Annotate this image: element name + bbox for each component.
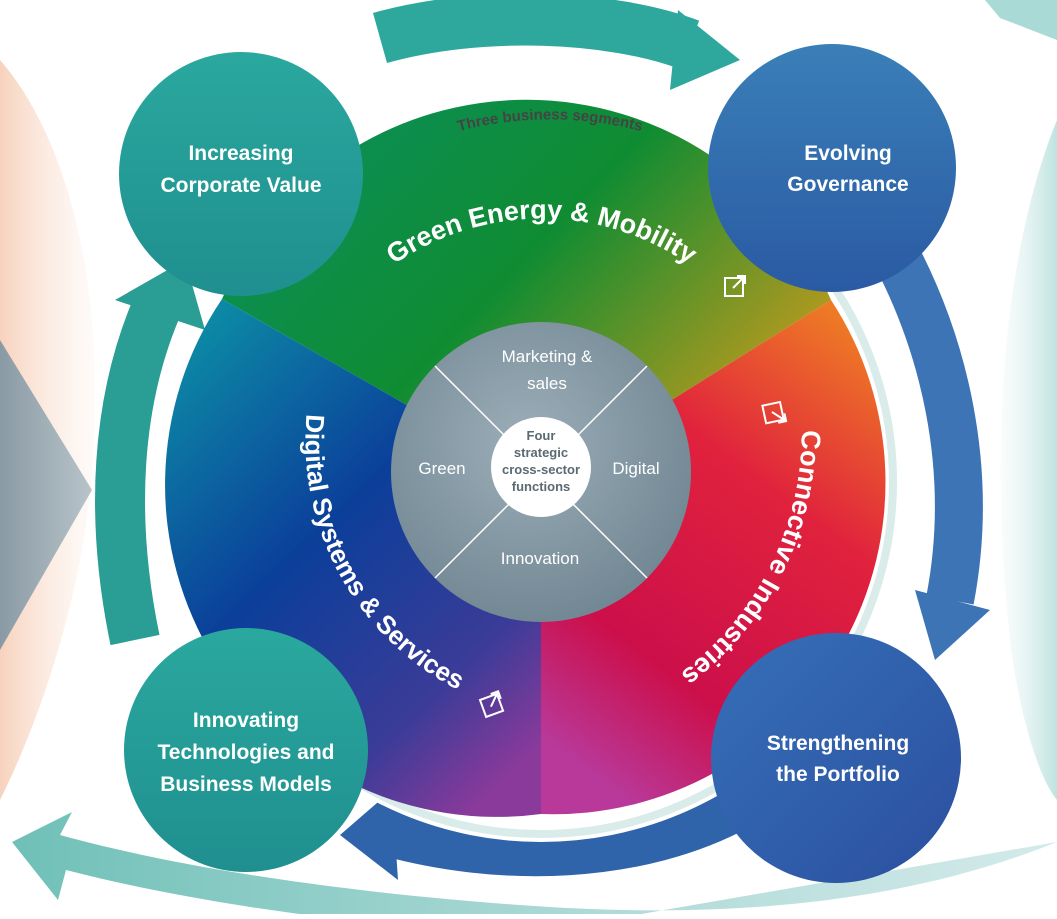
node-governance: Evolving Governance bbox=[708, 44, 956, 292]
node-governance-line2: Governance bbox=[787, 173, 908, 196]
segment-green-energy bbox=[222, 99, 831, 483]
function-digital-label: Digital bbox=[612, 459, 659, 478]
external-link-icon[interactable] bbox=[724, 275, 746, 297]
node-portfolio-line1: Strengthening bbox=[767, 732, 909, 755]
center-label-line2: strategic bbox=[514, 445, 568, 460]
node-governance-line1: Evolving bbox=[804, 142, 892, 165]
center-label-line3: cross-sector bbox=[502, 462, 580, 477]
node-corporate-value-line1: Increasing bbox=[188, 142, 293, 165]
function-marketing-label-line2: sales bbox=[527, 374, 567, 393]
center-label-line1: Four bbox=[527, 428, 556, 443]
outer-sweep-arrow bbox=[12, 812, 1057, 919]
center-label-line4: functions bbox=[512, 479, 571, 494]
node-innovating-line1: Innovating bbox=[193, 709, 299, 732]
node-corporate-value-line2: Corporate Value bbox=[160, 174, 321, 197]
background-decoration bbox=[0, 0, 1057, 800]
node-portfolio-line2: the Portfolio bbox=[776, 763, 900, 786]
external-link-icon[interactable] bbox=[478, 689, 505, 719]
function-marketing-label: Marketing & bbox=[502, 347, 593, 366]
function-innovation-label: Innovation bbox=[501, 549, 579, 568]
node-innovating: Innovating Technologies and Business Mod… bbox=[124, 628, 368, 872]
functions-hub: Marketing & sales Green Digital Innovati… bbox=[391, 322, 691, 622]
node-innovating-line2: Technologies and bbox=[158, 741, 335, 764]
node-corporate-value: Increasing Corporate Value bbox=[119, 52, 363, 296]
function-green-label: Green bbox=[418, 459, 465, 478]
node-portfolio: Strengthening the Portfolio bbox=[711, 633, 961, 883]
node-innovating-line3: Business Models bbox=[160, 773, 332, 796]
external-link-icon[interactable] bbox=[761, 400, 788, 426]
